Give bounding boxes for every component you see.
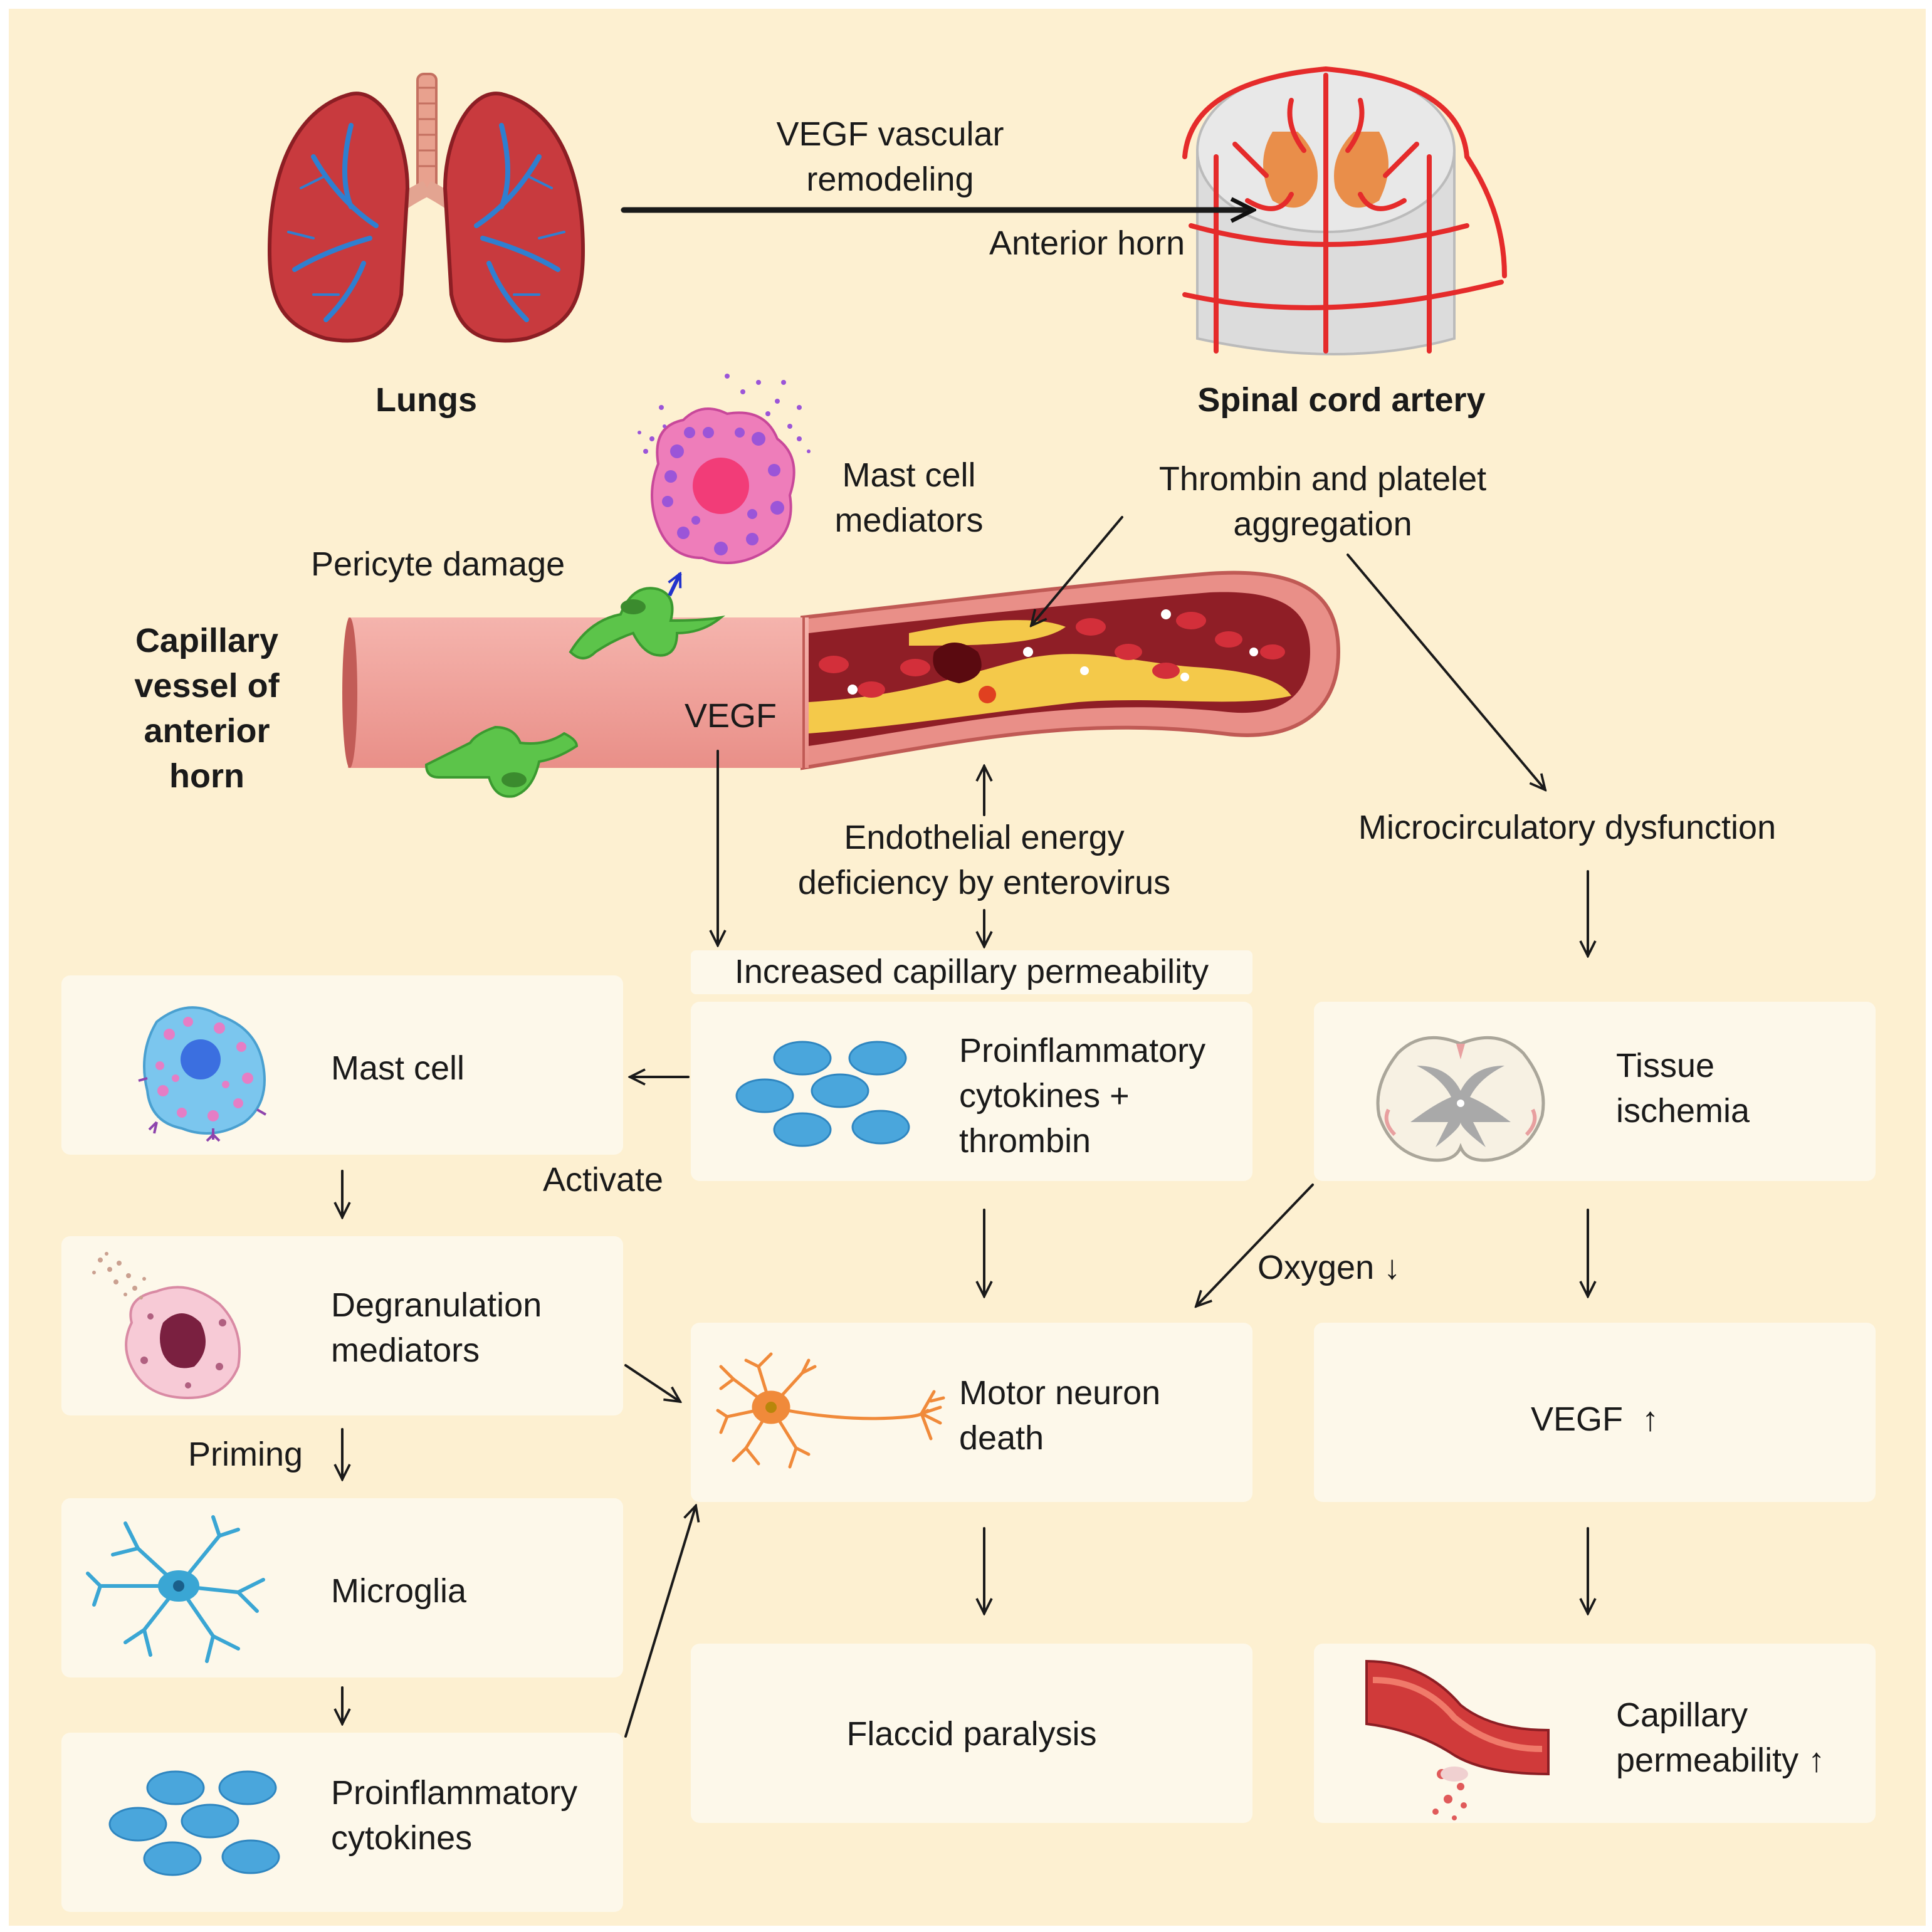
- vegf-up-label: VEGF ↑: [1530, 1400, 1659, 1438]
- vessel-title-line2: vessel of: [134, 667, 280, 705]
- oxygen-label: Oxygen ↓: [1257, 1249, 1401, 1286]
- pericyte-damage-label: Pericyte damage: [311, 545, 565, 583]
- proinflammatory-left-line1: Proinflammatory: [331, 1774, 578, 1812]
- microglia-label: Microglia: [331, 1572, 467, 1610]
- spinal-cord-label: Spinal cord artery: [1197, 381, 1486, 419]
- mast-cell-label: Mast cell: [331, 1049, 465, 1087]
- degranulation-label-line1: Degranulation: [331, 1286, 542, 1324]
- capillary-permeability-line2: permeability ↑: [1616, 1741, 1825, 1779]
- spinal-cord-icon: [1182, 66, 1507, 355]
- degranulating-mast-cell-icon: [92, 1252, 241, 1400]
- pericyte-cell-icon: [424, 587, 725, 798]
- flow-arrows: [342, 210, 1588, 1738]
- priming-label: Priming: [188, 1436, 303, 1473]
- degranulation-label-line2: mediators: [331, 1331, 480, 1369]
- spinal-cord-section-icon: [1376, 1036, 1545, 1162]
- tissue-ischemia-line2: ischemia: [1616, 1092, 1750, 1130]
- capillary-vessel-icon: [342, 570, 1341, 770]
- endothelial-label-line1: Endothelial energy: [844, 819, 1125, 856]
- thrombin-label-line1: Thrombin and platelet: [1158, 460, 1487, 498]
- damaged-capillary-icon: [1365, 1659, 1550, 1820]
- motor-neuron-line2: death: [959, 1419, 1044, 1457]
- endothelial-label-line2: deficiency by enterovirus: [797, 864, 1171, 901]
- mast-mediators-label-line2: mediators: [834, 501, 984, 539]
- cytokines-icon-left: [108, 1770, 280, 1876]
- vessel-title-line3: anterior: [144, 712, 270, 750]
- capillary-permeability-line1: Capillary: [1616, 1696, 1748, 1734]
- vessel-title-line1: Capillary: [135, 622, 279, 659]
- proinflammatory-left-line2: cytokines: [331, 1819, 473, 1857]
- thrombin-label-line2: aggregation: [1233, 505, 1412, 543]
- lungs-label: Lungs: [375, 381, 477, 419]
- box-flaccid-paralysis: [691, 1644, 1252, 1823]
- tissue-ischemia-line1: Tissue: [1616, 1047, 1715, 1084]
- activate-label: Activate: [543, 1161, 664, 1199]
- lungs-icon: [267, 73, 585, 343]
- microcirculatory-label: Microcirculatory dysfunction: [1358, 809, 1777, 846]
- remodeling-label-line2: remodeling: [806, 160, 974, 198]
- mast-mediators-label-line1: Mast cell: [842, 456, 976, 494]
- box-vegf-up: [1314, 1323, 1876, 1502]
- mast-cell-degranulating-icon: [638, 374, 811, 597]
- cytokines-thrombin-line1: Proinflammatory: [959, 1032, 1206, 1069]
- permeability-label-background: [691, 950, 1252, 994]
- remodeling-label-line1: VEGF vascular: [776, 115, 1004, 153]
- permeability-label: Increased capillary permeability: [734, 953, 1209, 990]
- motor-neuron-icon: [716, 1352, 945, 1469]
- vessel-title-line4: horn: [169, 757, 244, 795]
- flaccid-paralysis-label: Flaccid paralysis: [846, 1715, 1097, 1753]
- anterior-horn-label: Anterior horn: [989, 224, 1185, 262]
- motor-neuron-line1: Motor neuron: [959, 1374, 1161, 1412]
- vegf-vessel-label: VEGF: [685, 697, 777, 735]
- cytokines-thrombin-line2: cytokines +: [959, 1077, 1130, 1115]
- microglia-icon: [86, 1515, 265, 1663]
- cytokines-icon-middle: [735, 1041, 910, 1147]
- mast-cell-icon: [138, 1006, 266, 1142]
- cytokines-thrombin-line3: thrombin: [959, 1122, 1091, 1160]
